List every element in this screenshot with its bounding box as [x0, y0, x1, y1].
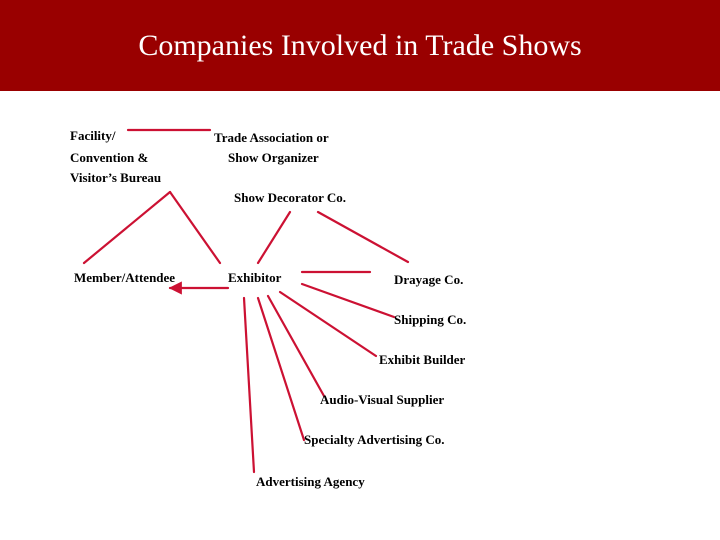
link-exhibitor-specialty-advertising	[256, 296, 306, 442]
link-exhibitor-exhibit-builder	[278, 290, 378, 358]
link-facility-exhibitor	[168, 190, 222, 265]
node-show-decorator: Show Decorator Co.	[234, 190, 347, 205]
node-advertising-agency: Advertising Agency	[256, 474, 365, 489]
node-exhibit-builder: Exhibit Builder	[379, 352, 466, 367]
node-trade-association-line2: Show Organizer	[228, 150, 319, 165]
link-facility-member	[82, 190, 172, 265]
link-decorator-drayage	[316, 210, 410, 264]
node-facility-line1: Facility/	[70, 128, 116, 143]
node-member-attendee: Member/Attendee	[74, 270, 176, 285]
node-facility-line3: Visitor’s Bureau	[70, 170, 162, 185]
node-exhibitor: Exhibitor	[228, 270, 282, 285]
slide-title: Companies Involved in Trade Shows	[138, 29, 582, 62]
link-decorator-exhibitor	[256, 210, 292, 265]
node-audio-visual: Audio-Visual Supplier	[320, 392, 445, 407]
node-trade-association-line1: Trade Association or	[214, 130, 329, 145]
node-shipping: Shipping Co.	[394, 312, 467, 327]
node-facility-line2: Convention &	[70, 150, 149, 165]
title-bar: Companies Involved in Trade Shows	[0, 0, 720, 91]
node-drayage: Drayage Co.	[394, 272, 464, 287]
link-exhibitor-shipping	[300, 282, 396, 319]
link-exhibitor-audio-visual	[266, 294, 326, 398]
node-specialty-advertising: Specialty Advertising Co.	[304, 432, 445, 447]
link-exhibitor-advertising-agency	[242, 296, 256, 474]
